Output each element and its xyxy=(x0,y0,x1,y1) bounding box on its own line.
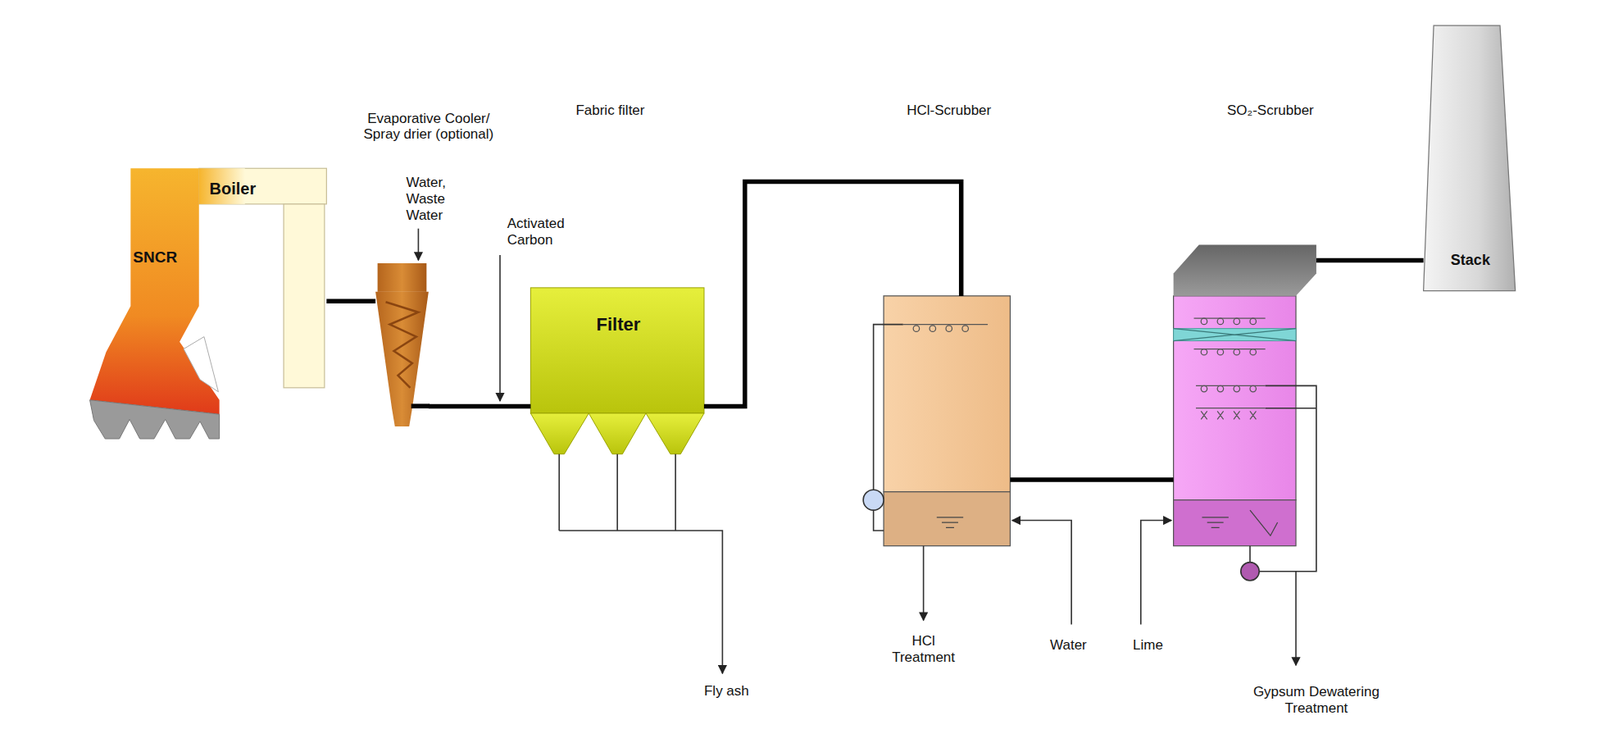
carbon-feed-arrow xyxy=(499,254,501,401)
so2-scrubber: SO₂-Scrubber xyxy=(1173,245,1317,546)
flue-gas-duct xyxy=(704,181,962,407)
stack: Stack xyxy=(1423,25,1516,291)
boiler-drawing xyxy=(90,168,328,439)
hcl-scrubber: HCl-Scrubber xyxy=(883,295,1010,546)
stage-heading: Evaporative Cooler/ Spray drier (optiona… xyxy=(363,110,495,143)
so2-scrubber-drawing xyxy=(1140,245,1317,666)
filter-name: Filter xyxy=(596,313,641,335)
water-feed-arrow xyxy=(418,228,420,261)
output-label: Fly ash xyxy=(704,682,750,700)
fabric-filter: Fabric filterFilter xyxy=(530,287,705,414)
evaporative-cooler-drawing xyxy=(375,263,430,427)
hcl-scrubber-drawing xyxy=(863,295,1072,625)
flue-gas-duct xyxy=(428,404,532,410)
stack-name: Stack xyxy=(1450,251,1491,269)
boiler: BoilerSNCR xyxy=(86,168,328,439)
stack-drawing xyxy=(1423,25,1516,291)
feed-label: Activated Carbon xyxy=(507,215,586,248)
flue-gas-duct xyxy=(1009,477,1173,482)
feed-label: Water, Waste Water xyxy=(405,174,464,223)
stage-heading: SO₂-Scrubber xyxy=(1227,102,1314,119)
stage-heading: Fabric filter xyxy=(575,102,645,119)
boiler-name: Boiler xyxy=(209,179,256,199)
flue-gas-duct xyxy=(326,298,376,304)
fabric-filter-drawing xyxy=(530,287,723,673)
stage-heading: HCl-Scrubber xyxy=(906,102,991,119)
output-label: Gypsum Dewatering Treatment xyxy=(1230,683,1403,716)
sncr-label: SNCR xyxy=(132,248,178,267)
feed-label: Water xyxy=(1050,636,1087,654)
output-label: HCl Treatment xyxy=(882,632,965,665)
feed-label: Lime xyxy=(1132,636,1164,654)
evaporative-cooler: Evaporative Cooler/ Spray drier (optiona… xyxy=(375,263,429,429)
flue-gas-duct xyxy=(1316,258,1424,264)
